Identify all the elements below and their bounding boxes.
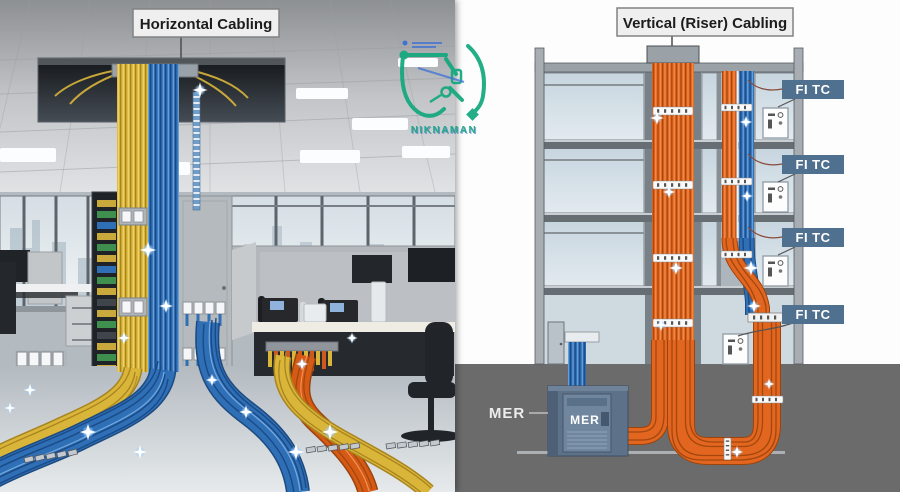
monitor-icon [408,248,455,282]
blue-cable-drop [148,64,179,372]
monitor-icon [352,255,392,283]
office-chair-icon [401,322,455,442]
vertical-riser-diagram-panel: FI TC FI TC FI TC FI TC [455,0,900,492]
fi-tc-badge-text: FI TC [796,307,831,322]
mer-cabinet: MER [547,385,629,457]
fi-tc-badge: FI TC [782,80,844,99]
right-wall [793,47,804,365]
rooftop-cable-cap [646,45,700,64]
horizontal-cabling-label-text: Horizontal Cabling [140,16,273,33]
fi-tc-badge: FI TC [782,155,844,174]
ceiling-junction-box [564,331,600,343]
fi-tc-badge-text: FI TC [796,230,831,245]
building-cross-section: FI TC FI TC FI TC FI TC [455,0,900,492]
office-chair-icon [0,262,16,334]
left-wall [534,47,545,365]
under-desk-cable-bar [265,341,339,352]
vertical-riser-cabling-label: Vertical (Riser) Cabling [616,7,794,46]
fi-tc-badge-text: FI TC [796,157,831,172]
ground-floor-door [547,321,565,365]
desk-device [370,281,387,323]
mer-room-label: MER [489,405,548,422]
fi-tc-badge: FI TC [782,228,844,247]
mer-cabinet-text: MER [570,413,600,427]
horizontal-cabling-photo-panel: Horizontal Cabling [0,0,455,492]
riser-branch-to-mer [627,340,669,445]
patch-panels [97,200,116,372]
desk-phone-icon [258,296,298,323]
office-scene: Horizontal Cabling [0,0,455,492]
vertical-riser-cabling-label-text: Vertical (Riser) Cabling [623,15,787,32]
white-phone-icon [300,302,327,323]
cubicle-workstation [231,242,455,376]
blue-drop-to-mer [568,342,586,388]
fi-tc-badge-text: FI TC [796,82,831,97]
mer-room-label-text: MER [489,405,525,422]
bundle-outlet-plate [118,207,148,317]
fi-tc-badge: FI TC [782,305,844,324]
badge-leader-lines [737,79,796,337]
cable-ladder-strip [192,91,201,211]
horizontal-cabling-label: Horizontal Cabling [132,8,280,58]
